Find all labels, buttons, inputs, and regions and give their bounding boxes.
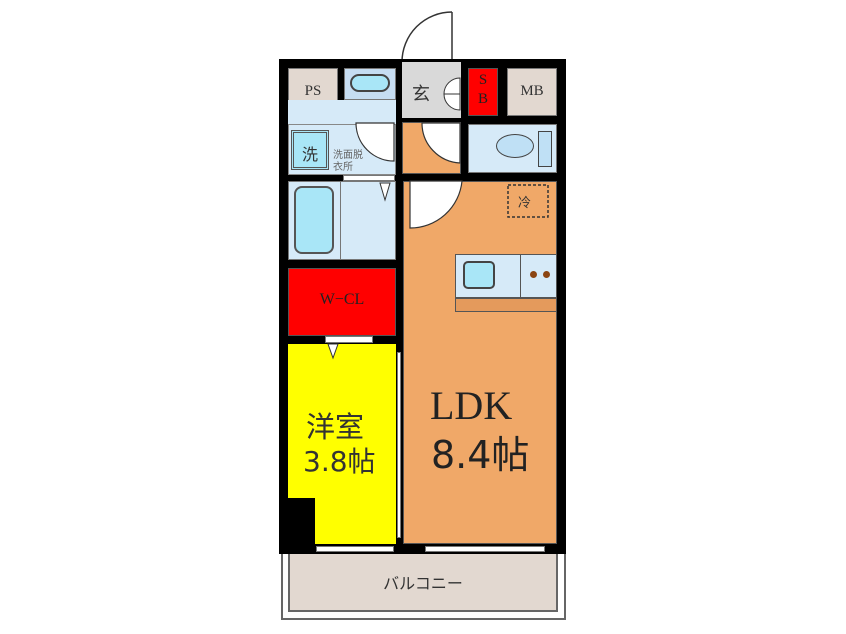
room-walk-in-closet: W−CL bbox=[288, 268, 396, 336]
room-balcony: バルコニー bbox=[288, 554, 558, 612]
window-western bbox=[316, 546, 394, 552]
ldk-size: 8.4帖 bbox=[431, 433, 530, 477]
kitchen-sink-icon bbox=[463, 261, 495, 289]
western-room-size: 3.8帖 bbox=[303, 445, 376, 478]
refrigerator-label: 冷 bbox=[518, 195, 532, 210]
mb-label: MB bbox=[520, 83, 544, 99]
wcl-label: W−CL bbox=[319, 291, 365, 308]
window-ldk bbox=[425, 546, 545, 552]
western-room-pillar bbox=[288, 498, 315, 544]
bathroom-door bbox=[343, 175, 395, 181]
ps-label: PS bbox=[304, 83, 322, 99]
stove-burner-icon bbox=[543, 271, 550, 278]
washer-label: 洗 bbox=[301, 147, 318, 164]
kitchen-counter-edge bbox=[455, 298, 557, 312]
washbasin-icon bbox=[350, 74, 390, 92]
bathroom-divider bbox=[340, 181, 341, 260]
toilet-tank-icon bbox=[538, 131, 552, 167]
stove-burner-icon bbox=[530, 271, 537, 278]
ldk-name: LDK bbox=[430, 383, 513, 428]
room-ldk bbox=[403, 181, 557, 544]
room-mb: MB bbox=[507, 68, 557, 116]
kitchen-divider bbox=[520, 254, 521, 298]
sliding-partition bbox=[397, 352, 401, 538]
sb-label-s: S bbox=[478, 72, 488, 88]
balcony-label: バルコニー bbox=[383, 574, 463, 593]
sb-label-b: B bbox=[477, 91, 488, 107]
room-shoe-box: S B bbox=[468, 68, 498, 116]
toilet-bowl-icon bbox=[496, 134, 534, 158]
entrance-label: 玄 bbox=[412, 84, 430, 104]
washroom-label-2: 衣所 bbox=[333, 162, 353, 173]
washer-space: 洗 bbox=[291, 130, 329, 170]
closet-door bbox=[325, 336, 373, 343]
western-room-name: 洋室 bbox=[306, 410, 365, 444]
washroom-label-1: 洗面脱 bbox=[333, 150, 363, 161]
bathtub-icon bbox=[294, 186, 334, 254]
